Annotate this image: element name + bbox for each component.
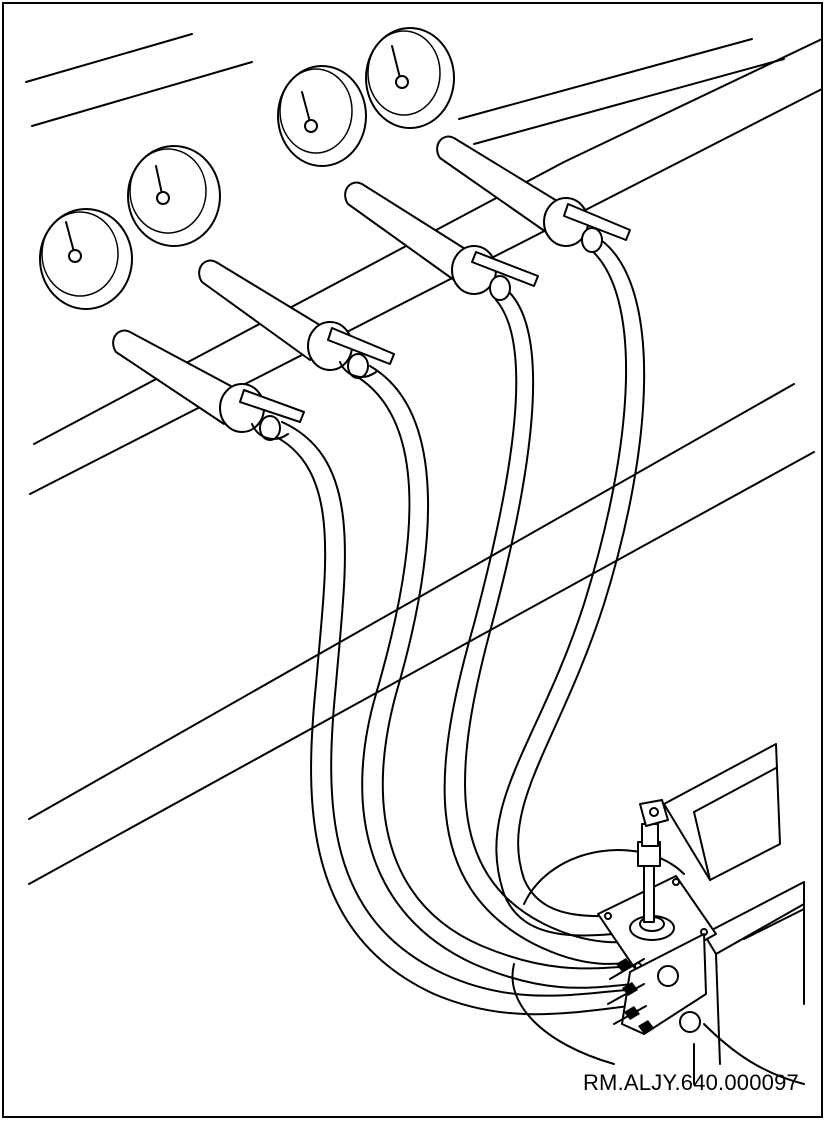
vent-tube-3 [344, 181, 539, 301]
back-panel-lines [25, 33, 785, 145]
hose-icon [265, 239, 657, 1016]
grommet-4 [365, 27, 455, 129]
crossmember-rail [29, 38, 821, 495]
technical-illustration [25, 27, 821, 1085]
screw-icon [301, 91, 318, 133]
tube-clip-icon [219, 383, 305, 441]
grommet-1 [39, 208, 133, 310]
manifold-valve-icon [597, 875, 717, 1035]
body-panel-lines [28, 383, 815, 885]
screw-icon [65, 221, 82, 263]
screw-icon [155, 165, 170, 205]
screw-icon [391, 45, 409, 89]
control-lever-icon [637, 799, 669, 923]
grommet-3 [277, 65, 367, 167]
tube-clip-icon [307, 321, 395, 379]
vent-tube-1 [112, 329, 305, 441]
vent-tube-4 [436, 135, 631, 253]
tube-clip-icon [543, 197, 631, 253]
tube-clip-icon [451, 245, 539, 301]
transmission-housing [511, 743, 805, 1085]
figure-code: RM.ALJY.640.000097 [582, 1070, 799, 1095]
grommet-2 [127, 145, 221, 247]
vent-tube-2 [198, 259, 395, 379]
